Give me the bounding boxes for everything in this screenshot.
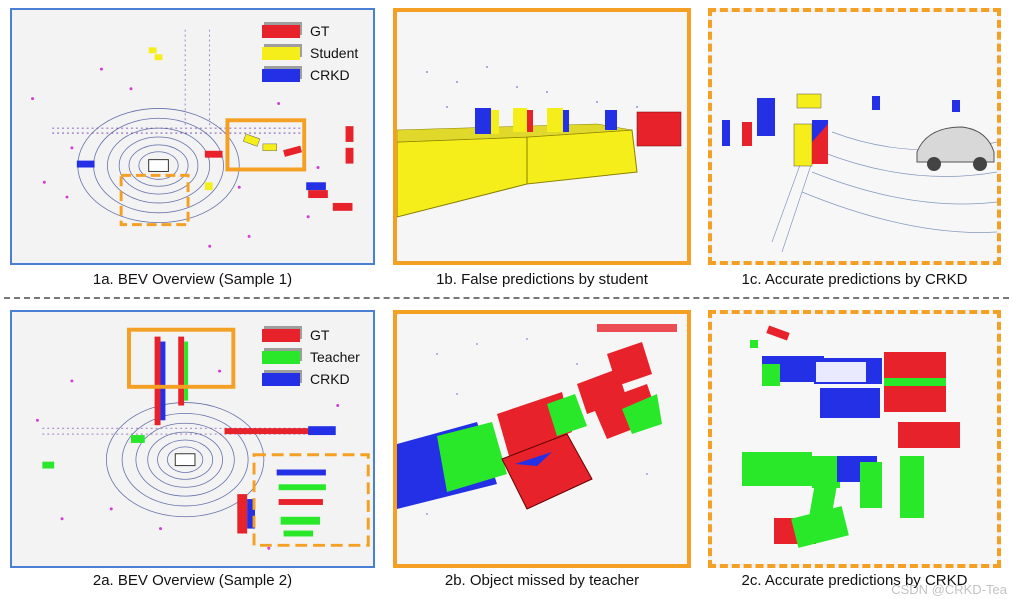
row-divider [4, 297, 1009, 299]
scene-1b [397, 12, 687, 261]
legend-item-crkd: CRKD [262, 368, 360, 390]
caption-2a: 2a. BEV Overview (Sample 2) [92, 572, 293, 589]
legend-row-2: GT Teacher CRKD [262, 324, 360, 390]
caption-1b: 1b. False predictions by student [436, 271, 648, 288]
legend-item-student: Student [262, 42, 358, 64]
caption-1a: 1a. BEV Overview (Sample 1) [92, 271, 293, 288]
panel-2a-bev-overview: GT Teacher CRKD [10, 310, 375, 568]
watermark: CSDN @CRKD-Tea [891, 582, 1007, 597]
caption-1c: 1c. Accurate predictions by CRKD [741, 271, 968, 288]
scene-2b [397, 314, 687, 564]
bev-scene-1 [12, 10, 373, 263]
panel-1a-bev-overview: GT Student CRKD [10, 8, 375, 265]
panel-1c-crkd-predictions [708, 8, 1001, 265]
caption-2c: 2c. Accurate predictions by CRKD [741, 572, 968, 589]
legend-item-teacher: Teacher [262, 346, 360, 368]
legend-item-gt: GT [262, 20, 358, 42]
caption-2b: 2b. Object missed by teacher [444, 572, 640, 589]
scene-2c [712, 314, 997, 564]
panel-1b-student-predictions [393, 8, 691, 265]
panel-2c-crkd-predictions [708, 310, 1001, 568]
legend-item-gt: GT [262, 324, 360, 346]
panel-2b-missed-object [393, 310, 691, 568]
legend-row-1: GT Student CRKD [262, 20, 358, 86]
bev-scene-2 [12, 312, 373, 566]
scene-1c [712, 12, 997, 261]
legend-item-crkd: CRKD [262, 64, 358, 86]
